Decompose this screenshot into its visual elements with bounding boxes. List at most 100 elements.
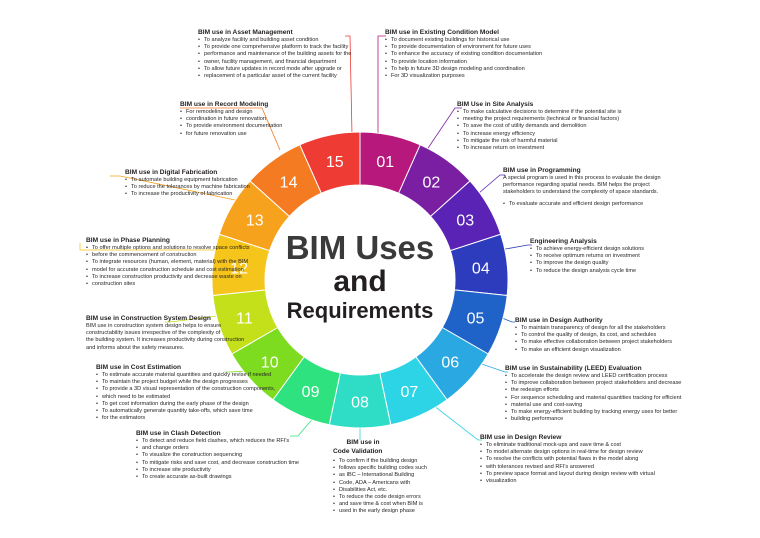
block-05-design-authority: BIM use in Design Authority To maintain … — [515, 316, 730, 354]
list-item: For remodeling and design — [180, 109, 320, 116]
list-item: building performance — [505, 416, 740, 423]
paragraph-line: and informs about the safety measures. — [86, 344, 185, 351]
list-item: To evaluate accurate and efficient desig… — [503, 201, 733, 208]
list-item: To enhance the accuracy of existing cond… — [385, 51, 585, 58]
segment-number-10: 10 — [261, 354, 279, 371]
center-title-line3: Requirements — [286, 298, 434, 323]
list-item: To maintain the project budget while the… — [96, 379, 296, 386]
list-item: To preview space format and layout durin… — [480, 471, 720, 478]
block-03-programming: BIM use in Programming A special program… — [503, 166, 733, 208]
block-title-line1: BIM use in — [346, 439, 380, 446]
wheel-segment-15 — [299, 131, 361, 194]
list-item: For sequence scheduling and material qua… — [505, 395, 740, 402]
paragraph-line: stakeholders to understand the complexit… — [503, 189, 659, 196]
list-item: construction sites — [86, 281, 286, 288]
leader-line-07 — [419, 394, 482, 441]
block-title: Engineering Analysis — [530, 238, 597, 245]
block-title: BIM use in Digital Fabrication — [125, 169, 218, 176]
list-item: To reduce the tolerances by machine fabr… — [125, 184, 285, 191]
leader-line-15 — [345, 35, 353, 136]
list-item: replacement of a particular asset of the… — [198, 73, 373, 80]
list-item: To help in future 3D design modeling and… — [385, 66, 585, 73]
list-item: To analyze facility and building asset c… — [198, 37, 373, 44]
list-item: To make effective collaboration between … — [515, 339, 730, 346]
list-item: which need to be estimated — [96, 394, 296, 401]
list-item: with tolerances revised and RFI's answer… — [480, 464, 720, 471]
segment-number-04: 04 — [472, 260, 490, 277]
list-item: used in the early design phase — [333, 508, 463, 515]
leader-line-11 — [165, 314, 226, 323]
list-item: To increase the productivity of fabricat… — [125, 191, 285, 198]
block-title: BIM Use in Site Analysis — [457, 101, 534, 108]
list-item: To make energy-efficient building by tra… — [505, 409, 740, 416]
list-item: Code, ADA – Americans with — [333, 480, 463, 487]
block-title: BIM use in Sustainability (LEED) Evaluat… — [505, 365, 642, 372]
block-13-digital-fabrication: BIM use in Digital Fabrication To automa… — [125, 168, 285, 199]
list-item: To eliminate traditional mock-ups and sa… — [480, 442, 720, 449]
list-item: performance and maintenance of the build… — [198, 51, 373, 58]
list-item: To provide environment documentation — [180, 123, 320, 130]
segment-number-11: 11 — [236, 311, 253, 328]
segment-number-08: 08 — [351, 395, 369, 412]
block-07-design-review: BIM use in Design Review To eliminate tr… — [480, 433, 720, 485]
block-title: BIM use in Construction System Design — [86, 315, 211, 322]
block-title: BIM use in Clash Detection — [136, 430, 221, 437]
list-item: Disabilities Act, etc. — [333, 487, 463, 494]
list-item: To create accurate as-built drawings — [136, 474, 336, 481]
block-title: BIM use in Asset Management — [198, 29, 293, 36]
segment-number-15: 15 — [326, 154, 344, 171]
list-item: To reduce the design analysis cycle time — [530, 268, 730, 275]
block-14-record-modeling: BIM use in Record Modeling For remodelin… — [180, 100, 320, 138]
list-item: To achieve energy-efficient design solut… — [530, 246, 730, 253]
list-item: To model alternate design options in rea… — [480, 449, 720, 456]
segment-number-01: 01 — [376, 154, 394, 171]
list-item: meeting the project requirements (techni… — [457, 116, 687, 123]
segment-number-02: 02 — [423, 175, 441, 192]
center-title-line1: BIM Uses — [285, 229, 435, 266]
list-item: To automatically generate quantity take-… — [96, 408, 296, 415]
list-item: and save time & cost when BIM is — [333, 501, 463, 508]
list-item: To increase construction productivity an… — [86, 274, 286, 281]
block-title: BIM use in Cost Estimation — [96, 364, 181, 371]
list-item: before the commencement of construction — [86, 252, 286, 259]
list-item: To provide one comprehensive platform to… — [198, 44, 373, 51]
list-item: follows specific building codes such — [333, 465, 463, 472]
segment-number-07: 07 — [401, 384, 419, 401]
list-item: To improve the design quality — [530, 260, 730, 267]
paragraph-line: BIM use in construction system design he… — [86, 323, 222, 329]
center-disc — [265, 185, 455, 375]
list-item: for future renovation use — [180, 131, 320, 138]
paragraph-line: constructability issues irrespective of … — [86, 330, 221, 337]
leader-line-04 — [499, 244, 532, 251]
list-item: model for accurate construction schedule… — [86, 267, 286, 274]
list-item: To document existing buildings for histo… — [385, 37, 585, 44]
list-item: material use and cost-saving — [505, 402, 740, 409]
block-title: BIM use in Phase Planning — [86, 237, 170, 244]
list-item: To visualize the construction sequencing — [136, 452, 336, 459]
block-title: BIM use in Record Modeling — [180, 101, 269, 108]
paragraph-line: A special program is used in this proces… — [503, 175, 661, 181]
list-item: To resolve the conflicts with potential … — [480, 456, 720, 463]
block-09-clash-detection: BIM use in Clash Detection To detect and… — [136, 429, 336, 481]
list-item: To provide location information — [385, 59, 585, 66]
list-item: To increase site productivity — [136, 467, 336, 474]
list-item: owner, facility management, and financia… — [198, 59, 373, 66]
block-11-construction-system-design: BIM use in Construction System Design BI… — [86, 314, 286, 352]
list-item: To reduce the code design errors — [333, 494, 463, 501]
list-item: the redesign efforts — [505, 387, 740, 394]
list-item: To increase return on investment — [457, 145, 687, 152]
list-item: and change orders — [136, 445, 336, 452]
block-title: BIM use in Design Review — [480, 434, 562, 441]
block-02-site-analysis: BIM Use in Site Analysis To make calcula… — [457, 100, 687, 152]
segment-number-06: 06 — [441, 354, 459, 371]
block-01-existing-condition: BIM use in Existing Condition Model To d… — [385, 28, 585, 80]
list-item: For 3D visualization purposes — [385, 73, 585, 80]
list-item: To allow future updates in record mode a… — [198, 66, 373, 73]
segment-number-03: 03 — [456, 212, 474, 229]
block-06-sustainability: BIM use in Sustainability (LEED) Evaluat… — [505, 364, 740, 424]
list-item: To confirm if the building design — [333, 458, 463, 465]
list-item: To accelerate the design review and LEED… — [505, 373, 740, 380]
block-title-line2: Code Validation — [333, 448, 383, 455]
list-item: To receive optimum returns on investment — [530, 253, 730, 260]
list-item: To provide documentation of environment … — [385, 44, 585, 51]
